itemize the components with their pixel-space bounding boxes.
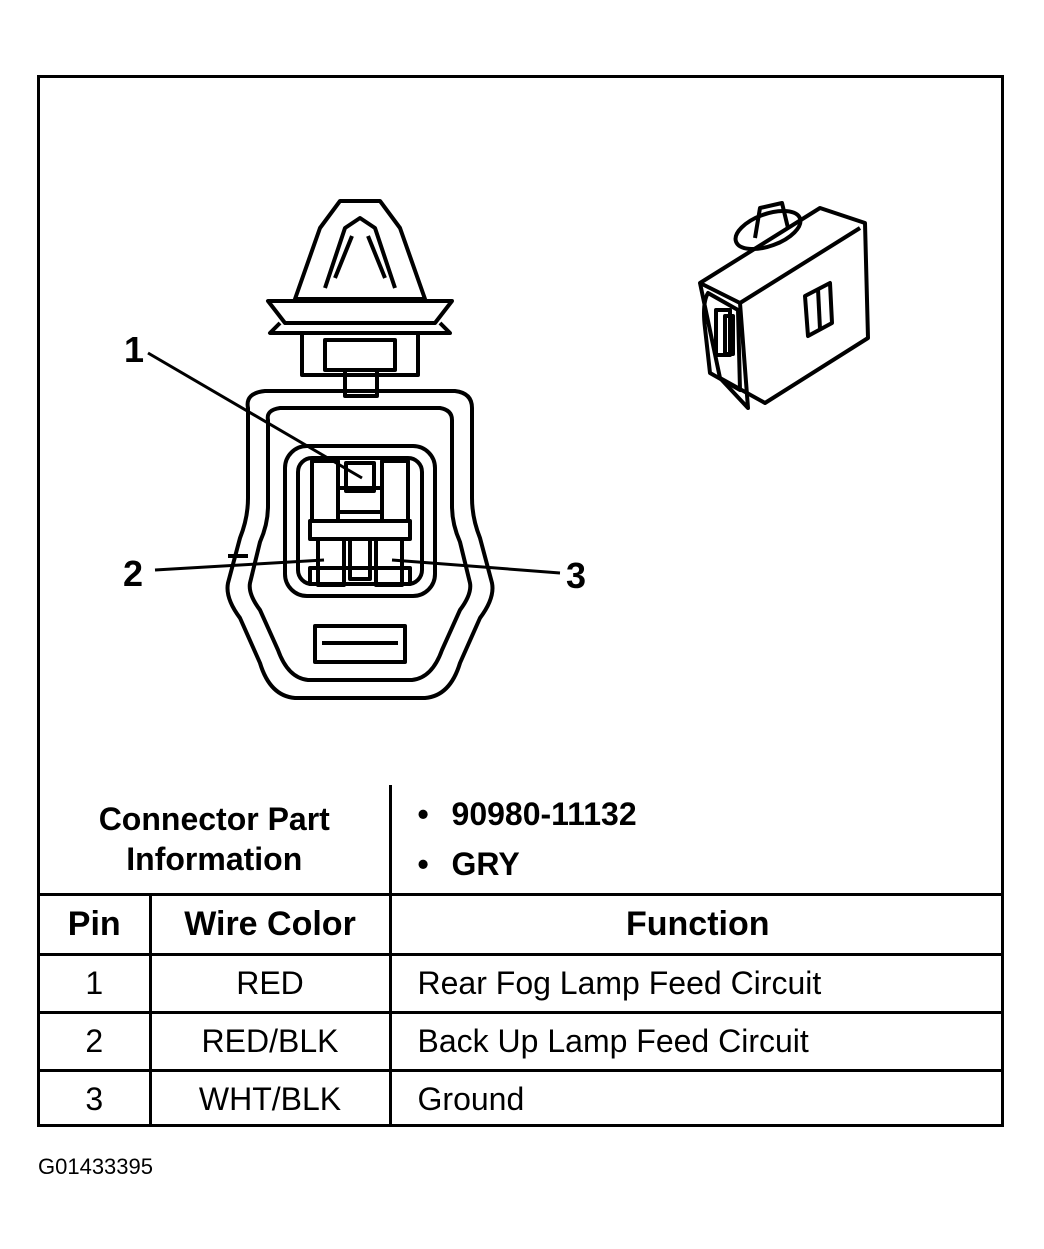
header-wire-color: Wire Color xyxy=(148,892,392,956)
leader-line-2 xyxy=(154,558,325,572)
pin-function: Back Up Lamp Feed Circuit xyxy=(388,1010,1005,1072)
pin-number: 1 xyxy=(40,952,152,1014)
table-row: 1 RED Rear Fog Lamp Feed Circuit xyxy=(40,952,1005,1014)
connector-isometric-view xyxy=(698,201,870,410)
leader-line-1 xyxy=(147,351,363,480)
connector-part-info-label: Connector Part Information xyxy=(40,785,392,896)
wire-color: RED/BLK xyxy=(148,1010,392,1072)
pin-number: 2 xyxy=(40,1010,152,1072)
wire-color: WHT/BLK xyxy=(148,1068,392,1127)
table-row: 2 RED/BLK Back Up Lamp Feed Circuit xyxy=(40,1010,1005,1072)
table-row: 3 WHT/BLK Ground xyxy=(40,1068,1005,1127)
callout-number-2: 2 xyxy=(123,553,143,594)
connector-diagram: 1 2 3 xyxy=(40,78,1001,788)
connector-info-table: Connector Part Information 90980-11132 G… xyxy=(40,785,1005,1127)
figure-id: G01433395 xyxy=(38,1154,153,1179)
connector-part-title-line1: Connector Part xyxy=(98,800,330,837)
connector-part-info-row: Connector Part Information 90980-11132 G… xyxy=(40,785,1005,896)
connector-front-view xyxy=(225,199,495,700)
header-pin: Pin xyxy=(40,892,152,956)
callout-leaders xyxy=(147,351,561,575)
pin-function: Rear Fog Lamp Feed Circuit xyxy=(388,952,1005,1014)
connector-color: GRY xyxy=(418,839,1005,889)
figure-frame: 1 2 3 xyxy=(37,75,1005,1127)
pin-number: 3 xyxy=(40,1068,152,1127)
leader-line-3 xyxy=(391,558,561,575)
part-number: 90980-11132 xyxy=(418,789,1005,839)
pin-function: Ground xyxy=(388,1068,1005,1127)
callout-number-3: 3 xyxy=(566,555,586,596)
wire-color: RED xyxy=(148,952,392,1014)
connector-drawing: 1 2 3 xyxy=(123,199,870,700)
table-header-row: Pin Wire Color Function xyxy=(40,892,1005,956)
callout-number-1: 1 xyxy=(124,329,144,370)
header-function: Function xyxy=(388,892,1005,956)
connector-part-title-line2: Information xyxy=(126,840,303,877)
connector-part-info-values: 90980-11132 GRY xyxy=(388,785,1005,896)
